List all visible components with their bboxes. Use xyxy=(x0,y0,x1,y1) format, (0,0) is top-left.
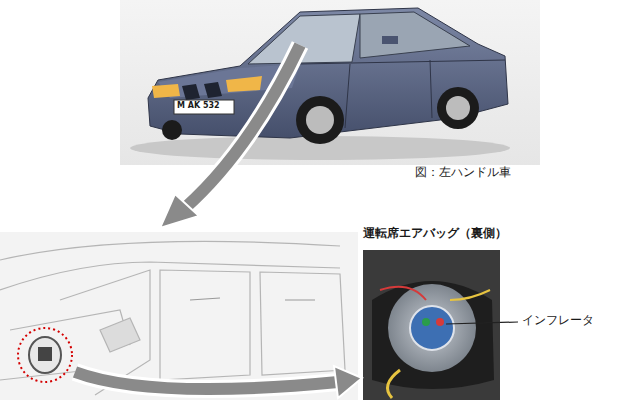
figure-note: 図：左ハンドル車 xyxy=(415,165,511,179)
interior-drawing xyxy=(0,232,358,400)
flow-arrow xyxy=(75,366,362,398)
part-label: インフレータ xyxy=(522,313,594,327)
plate-text: M AK 532 xyxy=(177,101,220,111)
leader-line xyxy=(446,322,518,324)
highlight-circle xyxy=(18,328,72,382)
flow-arrow xyxy=(160,45,300,228)
license-plate xyxy=(174,100,234,114)
photo-heading: 運転席エアバッグ（裏側） xyxy=(363,226,507,240)
car-photo xyxy=(148,8,508,144)
airbag-photo xyxy=(363,250,500,400)
photo-ground xyxy=(120,0,540,165)
